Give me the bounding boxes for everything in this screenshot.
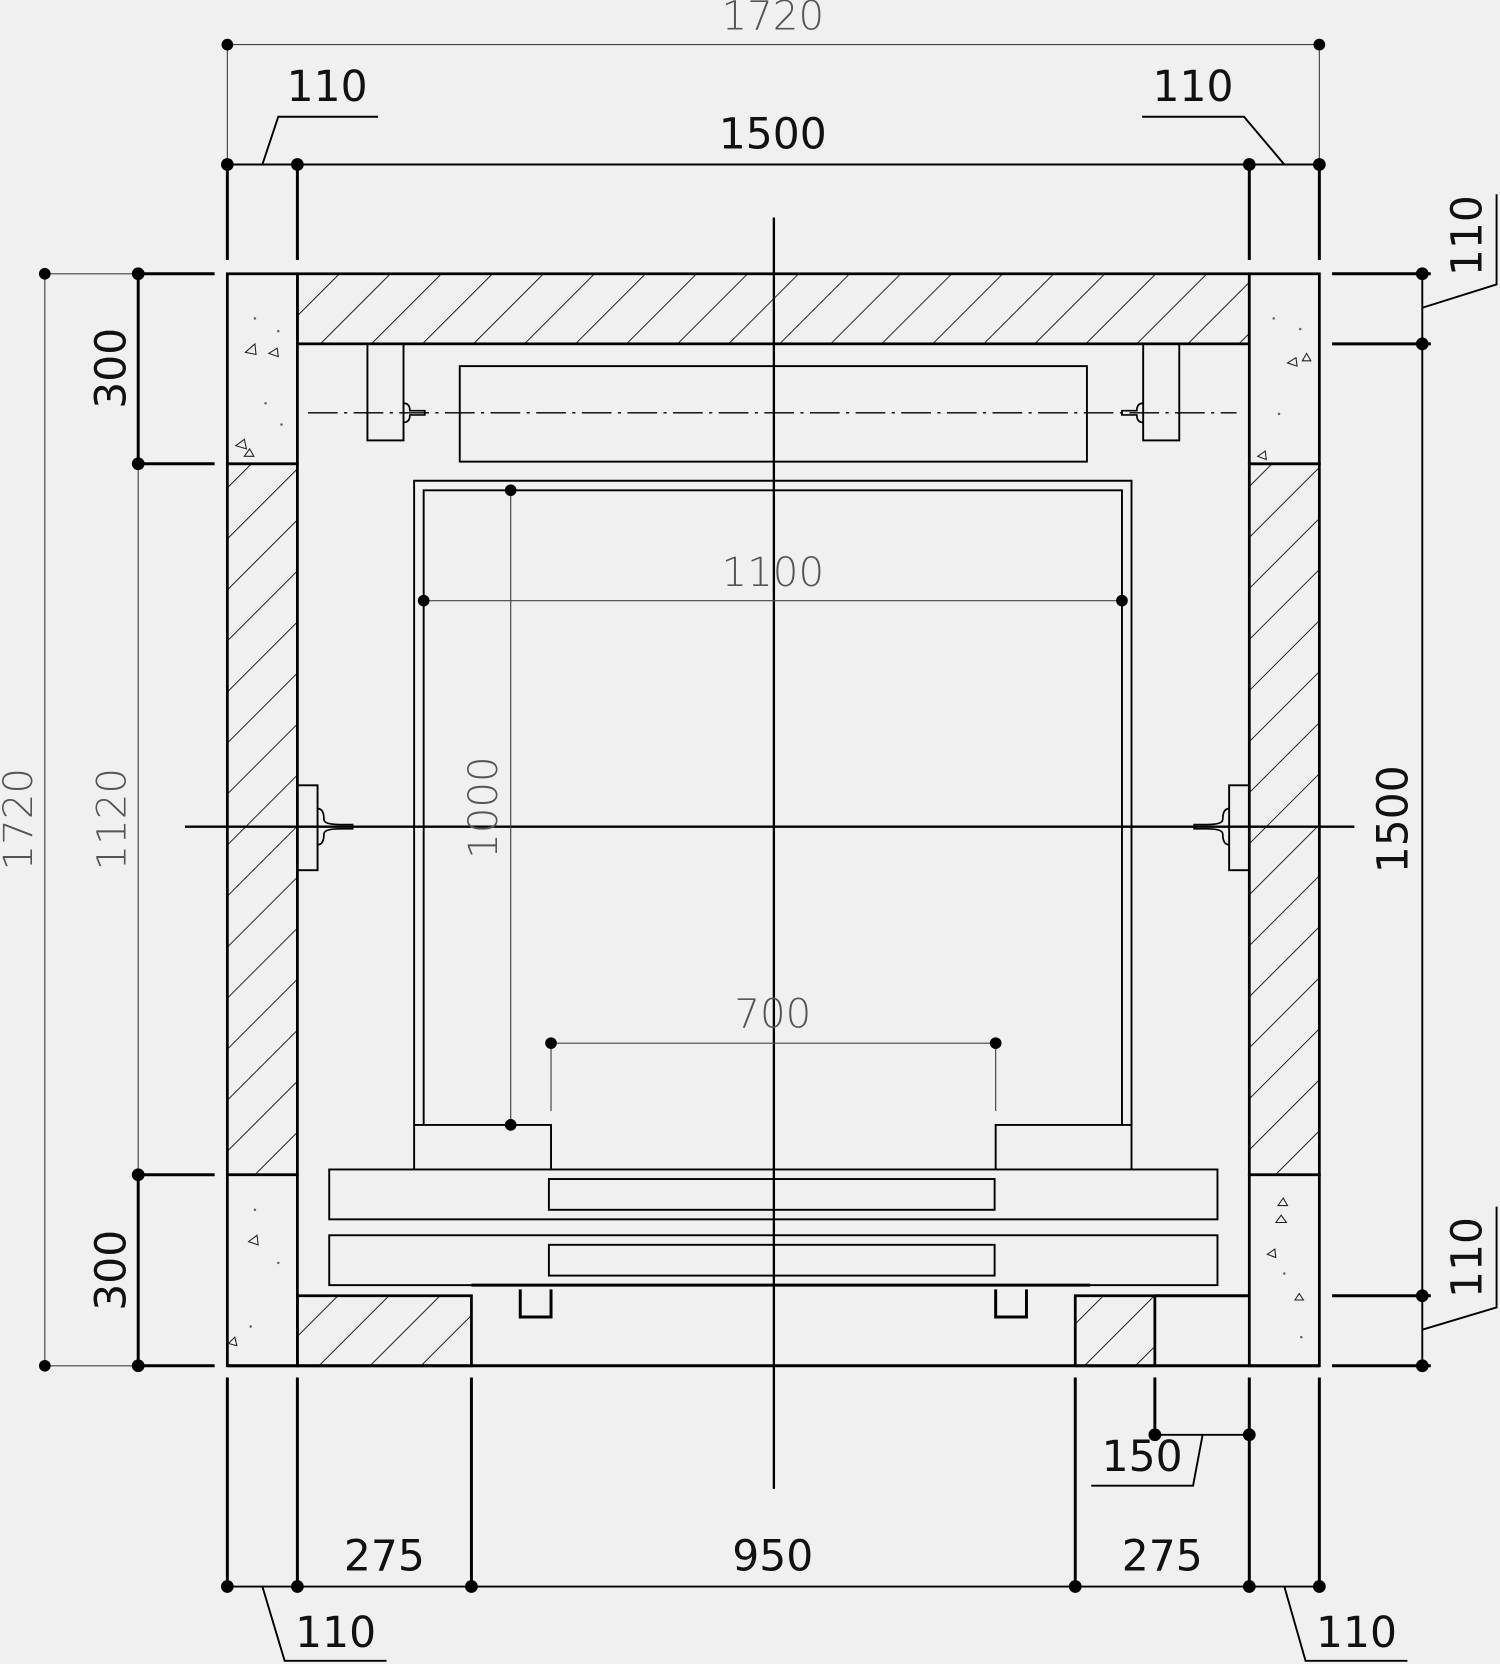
dim-car-depth: 1000 bbox=[460, 756, 507, 859]
bottom-dimensions: 275 950 275 150 110 110 bbox=[220, 1377, 1408, 1662]
centerlines bbox=[184, 217, 1355, 1489]
concrete-column bbox=[225, 272, 299, 466]
dim-left-top: 300 bbox=[87, 328, 136, 409]
dim-bottom-right-wall: 110 bbox=[1316, 1609, 1397, 1658]
counterweight-assembly bbox=[308, 342, 1237, 463]
dim-right-inner: 1500 bbox=[1369, 765, 1418, 873]
concrete-column bbox=[1247, 1173, 1321, 1368]
dim-right-top-wall: 110 bbox=[1444, 195, 1493, 276]
dim-bottom-right: 275 bbox=[1122, 1533, 1203, 1582]
dim-door-opening: 700 bbox=[734, 990, 811, 1037]
dim-left-bottom: 300 bbox=[87, 1230, 136, 1311]
dim-bottom-step: 150 bbox=[1102, 1433, 1183, 1482]
shaft-walls bbox=[225, 272, 1321, 1368]
dim-left-overall: 1720 bbox=[0, 768, 42, 871]
dim-bottom-left: 275 bbox=[344, 1533, 425, 1582]
top-dimensions: 1720 1500 110 110 bbox=[220, 0, 1326, 260]
dim-right-bottom-wall: 110 bbox=[1444, 1217, 1493, 1298]
dim-top-left-wall: 110 bbox=[287, 63, 368, 112]
dim-top-overall: 1720 bbox=[722, 0, 825, 40]
right-dimensions: 1500 110 110 bbox=[1332, 194, 1498, 1373]
concrete-column bbox=[1247, 272, 1321, 466]
concrete-column bbox=[225, 1173, 299, 1368]
dim-bottom-left-wall: 110 bbox=[295, 1609, 376, 1658]
car-dimensions: 1100 1000 700 bbox=[417, 484, 1128, 1131]
dim-top-inner: 1500 bbox=[719, 111, 827, 160]
dim-bottom-middle: 950 bbox=[732, 1533, 813, 1582]
dim-top-right-wall: 110 bbox=[1153, 63, 1234, 112]
left-dimensions: 1720 300 1120 300 bbox=[0, 267, 215, 1373]
dim-car-width: 1100 bbox=[722, 549, 825, 596]
dim-left-middle: 1120 bbox=[88, 768, 135, 871]
